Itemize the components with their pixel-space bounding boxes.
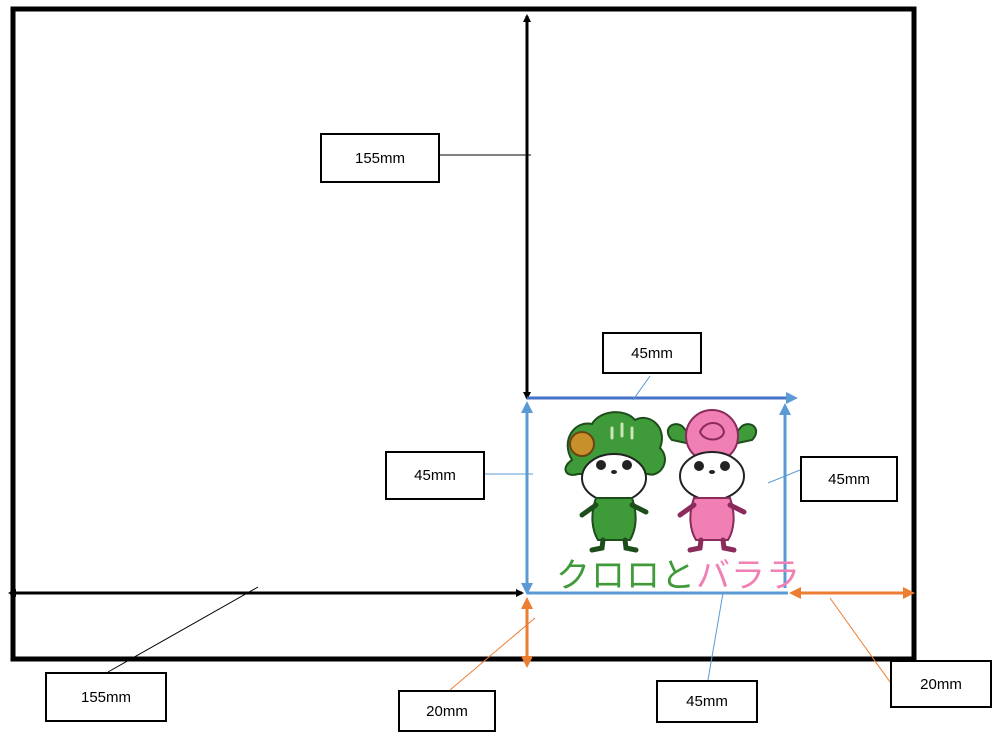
logo-kuroro-text: クロロ bbox=[556, 556, 661, 596]
leader-line bbox=[829, 597, 891, 683]
leader-line bbox=[707, 592, 724, 681]
label-logo-height-right: 45mm bbox=[800, 456, 898, 502]
leader-line bbox=[449, 617, 536, 691]
kuroro-character-illustration bbox=[564, 411, 666, 553]
label-top-height: 155mm bbox=[320, 133, 440, 183]
label-bottom-width: 155mm bbox=[45, 672, 167, 722]
logo-barara-text: バララ bbox=[696, 556, 801, 596]
logo-wordmark: クロロとバララ bbox=[556, 556, 801, 596]
leader-line bbox=[767, 469, 801, 484]
label-logo-height-left: 45mm bbox=[385, 451, 485, 500]
label-logo-width-bottom: 45mm bbox=[656, 680, 758, 723]
logo-to-text: と bbox=[661, 556, 696, 596]
leader-line bbox=[632, 375, 651, 401]
leader-line bbox=[107, 586, 259, 673]
page-frame bbox=[10, 6, 917, 662]
label-right-margin: 20mm bbox=[890, 660, 992, 708]
barara-character-illustration bbox=[666, 409, 758, 553]
label-bottom-margin: 20mm bbox=[398, 690, 496, 732]
label-logo-width-top: 45mm bbox=[602, 332, 702, 374]
